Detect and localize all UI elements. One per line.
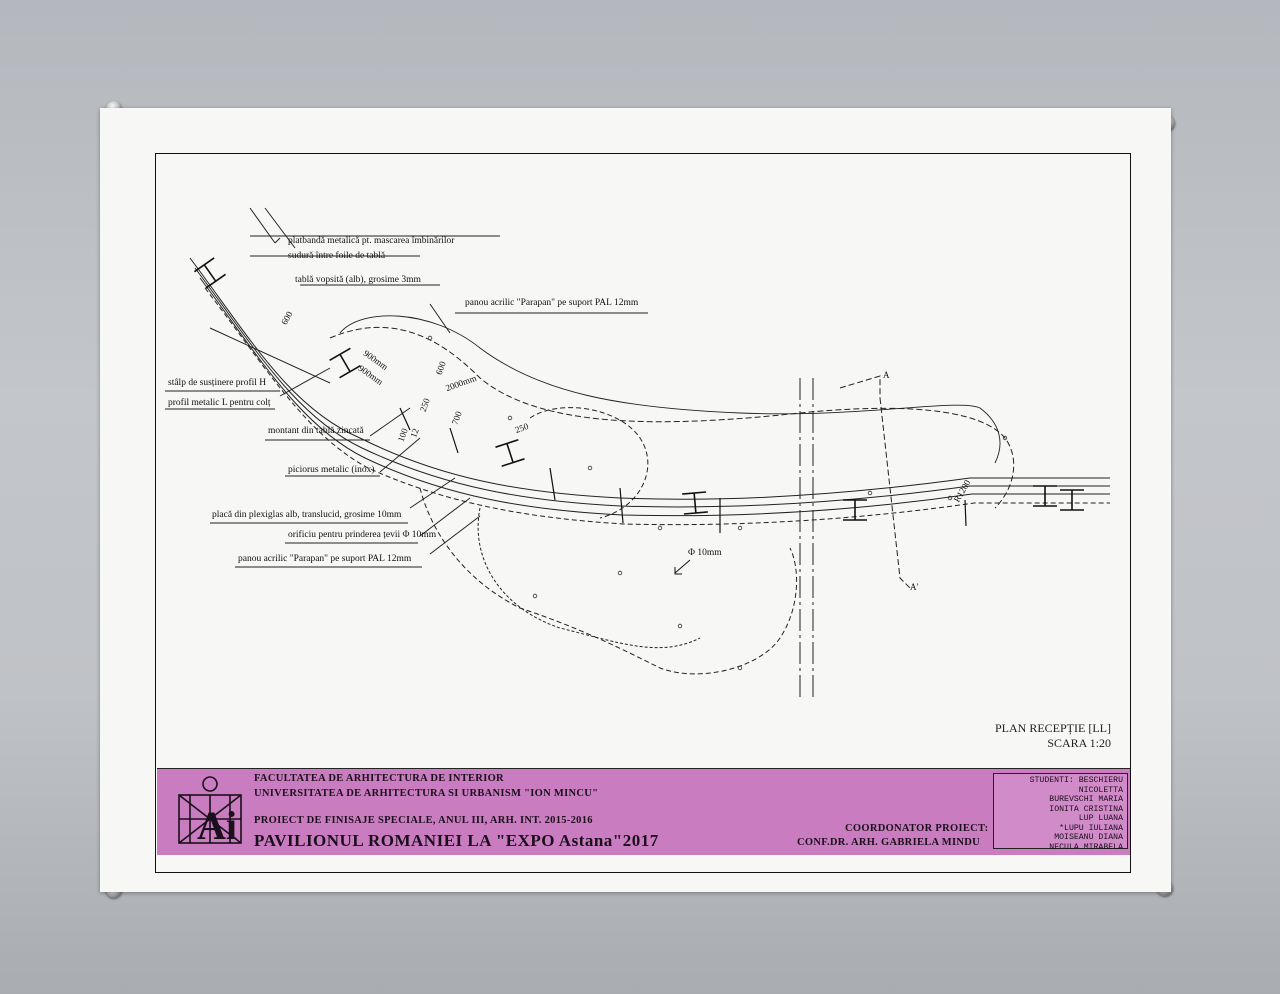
student-name: BESCHIERU NICOLETTA: [1078, 776, 1123, 795]
student-name: MOISEANU DIANA: [1054, 833, 1123, 842]
faculty-name: FACULTATEA DE ARHITECTURA DE INTERIOR: [254, 773, 504, 784]
mid-dashed-loop: [529, 407, 649, 519]
university-name: UNIVERSITATEA DE ARHITECTURA SI URBANISM…: [254, 788, 599, 799]
plan-title: PLAN RECEPȚIE [LL]: [995, 721, 1111, 735]
label-stalp: stâlp de susținere profil H: [168, 378, 267, 388]
coordinator-label: COORDONATOR PROIECT:: [845, 823, 989, 834]
label-profil-l: profil metalic L pentru colț: [168, 398, 271, 408]
student-name: IONITA CRISTINA: [1049, 804, 1123, 814]
lower-contour-2: [477, 507, 701, 649]
label-sudura: sudură între foile de tablă: [288, 251, 386, 261]
acrylic-panel-top: [339, 315, 1001, 464]
section-cut-a2: [879, 397, 911, 589]
section-mark-a-prime: A': [910, 582, 919, 592]
outer-contour: [329, 327, 1015, 509]
student-name: BUREVSCHI MARIA: [1049, 795, 1123, 804]
title-block: Ai FACULTATEA DE ARHITECTURA DE INTERIOR…: [157, 768, 1130, 855]
label-panou-acrilic-top: panou acrilic "Parapan" pe suport PAL 12…: [465, 298, 639, 308]
h-profiles: [193, 257, 1084, 521]
wall-line-3: [204, 287, 1110, 526]
label-panou-acrilic-bottom: panou acrilic "Parapan" pe suport PAL 12…: [238, 554, 412, 564]
label-tabla-vopsita: tablă vopsită (alb), grosime 3mm: [295, 275, 421, 285]
label-platbanda: platbandă metalică pt. mascarea îmbinări…: [288, 236, 455, 246]
coordinator-name: CONF.DR. ARH. GABRIELA MINDU: [797, 837, 981, 848]
students-label: STUDENTI:: [1029, 776, 1074, 785]
student-name: *LUPU IULIANA: [1059, 823, 1123, 833]
section-cut-a: [839, 375, 881, 398]
wall-inner-line: [194, 267, 1110, 508]
plan-title-block: PLAN RECEPȚIE [LL] SCARA 1:20: [995, 721, 1111, 751]
section-mark-a: A: [883, 370, 890, 380]
ai-logo: Ai: [178, 776, 242, 847]
project-subtitle: PROIECT DE FINISAJE SPECIALE, ANUL III, …: [254, 815, 593, 826]
project-title: PAVILIONUL ROMANIEI LA "EXPO Astana"2017: [254, 831, 659, 850]
wall-line-2: [199, 277, 1110, 517]
label-phi10: Φ 10mm: [688, 548, 722, 558]
students-row-0: STUDENTI: BESCHIERU NICOLETTA: [998, 776, 1123, 795]
drawing-sheet: platbandă metalică pt. mascarea îmbinări…: [100, 108, 1171, 892]
student-name: NECULA MIRABELA: [1049, 842, 1123, 852]
student-name: LUP LUANA: [1078, 814, 1123, 823]
label-orificiu: orificiu pentru prinderea țevii Φ 10mm: [288, 530, 437, 540]
students-list: STUDENTI: BESCHIERU NICOLETTA BUREVSCHI …: [993, 773, 1128, 852]
label-placa-plexiglas: placă din plexiglas alb, translucid, gro…: [212, 510, 402, 520]
logo-text: Ai: [197, 803, 237, 847]
wall-outer-line: [189, 257, 1110, 500]
label-piciorus: piciorus metalic (inox): [288, 465, 375, 475]
floor-plan-drawing: [165, 207, 1110, 698]
label-montant: montant din tablă zincată: [268, 426, 364, 436]
plan-scale: SCARA 1:20: [1047, 736, 1111, 750]
drawing-frame: [155, 153, 1131, 873]
